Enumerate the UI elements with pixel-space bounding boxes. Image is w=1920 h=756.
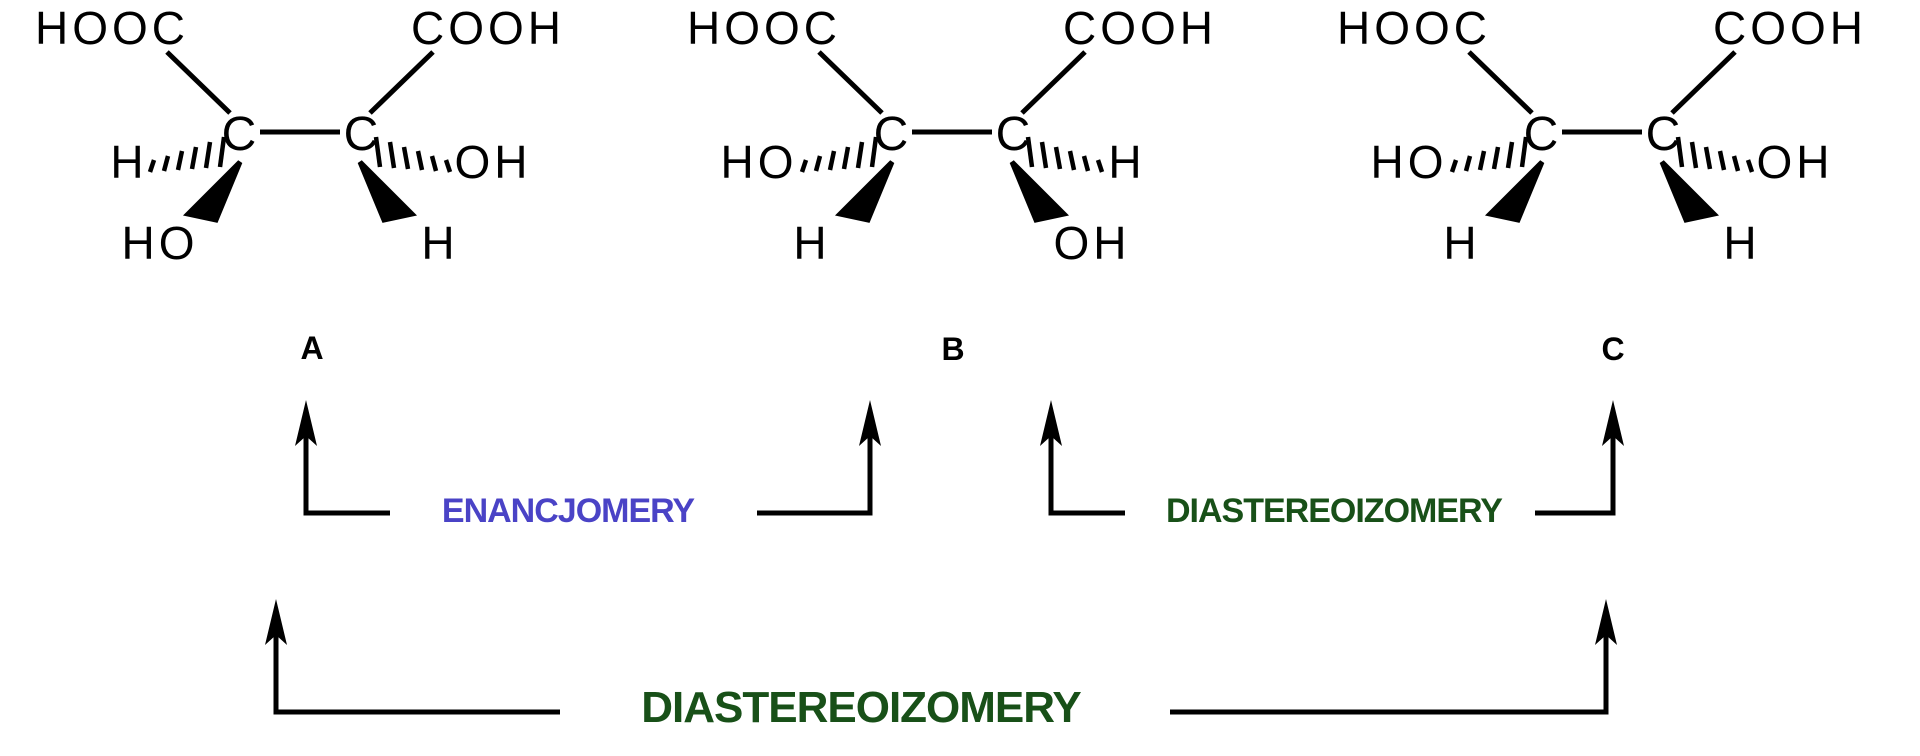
carbon-atom: C xyxy=(343,108,379,161)
bracket-line xyxy=(757,430,873,516)
hash-bond-icon xyxy=(1025,136,1105,173)
substituent-label: HO xyxy=(720,136,798,188)
hash-bond-icon xyxy=(799,136,879,173)
bracket-line xyxy=(1535,430,1616,516)
formula-hooc: HOOC xyxy=(35,2,189,54)
enantiomers-label: ENANCJOMERY xyxy=(441,492,695,530)
arrow-up-icon xyxy=(295,400,317,446)
carbon-atom: C xyxy=(221,108,257,161)
substituent-label: HO xyxy=(121,217,199,269)
hash-bond-icon xyxy=(147,136,227,173)
bond-to-cooh xyxy=(1020,50,1087,115)
formula-cooh: COOH xyxy=(411,2,565,54)
structure-a-bonds xyxy=(147,50,453,223)
bracket-line xyxy=(1170,630,1609,715)
enantiomer-bracket xyxy=(303,430,873,516)
wedge-bond-icon xyxy=(182,160,243,223)
diastereomers-label-bottom: DIASTEREOIZOMERY xyxy=(641,683,1082,732)
hash-bond-icon xyxy=(1449,136,1529,173)
substituent-label: OH xyxy=(1756,136,1834,188)
structure-b-bonds xyxy=(799,50,1105,223)
diastereomer-bracket-top xyxy=(1048,430,1616,516)
diastereomer-bracket-bottom xyxy=(273,630,1609,715)
bond-to-cooh xyxy=(1670,50,1737,115)
arrow-up-icon xyxy=(1595,599,1617,645)
bracket-line xyxy=(273,630,560,715)
carbon-atom: C xyxy=(1645,108,1681,161)
bracket-line xyxy=(1048,430,1125,516)
wedge-bond-icon xyxy=(1659,160,1720,223)
formula-hooc: HOOC xyxy=(687,2,841,54)
formula-cooh: COOH xyxy=(1063,2,1217,54)
arrow-up-icon xyxy=(1602,400,1624,446)
substituent-label: OH xyxy=(1053,217,1131,269)
diastereomers-label: DIASTEREOIZOMERY xyxy=(1166,492,1503,530)
structure-c-bonds xyxy=(1449,50,1755,223)
hash-bond-icon xyxy=(1675,136,1755,173)
substituent-label: OH xyxy=(454,136,532,188)
substituent-label: H xyxy=(1443,217,1481,269)
bond-to-hooc xyxy=(165,50,232,115)
wedge-bond-icon xyxy=(834,160,895,223)
substituent-label: HO xyxy=(1370,136,1448,188)
bond-to-hooc xyxy=(1467,50,1534,115)
substituent-label: H xyxy=(421,217,459,269)
substituent-label: H xyxy=(1723,217,1761,269)
structure-label-b: B xyxy=(941,331,965,367)
carbon-atom: C xyxy=(873,108,909,161)
carbon-atom: C xyxy=(1523,108,1559,161)
bond-to-hooc xyxy=(817,50,884,115)
wedge-bond-icon xyxy=(1009,160,1070,223)
structure-label-a: A xyxy=(300,330,324,366)
wedge-bond-icon xyxy=(1484,160,1545,223)
wedge-bond-icon xyxy=(357,160,418,223)
arrow-up-icon xyxy=(265,599,287,645)
substituent-label: H xyxy=(793,217,831,269)
arrow-up-icon xyxy=(1040,400,1062,446)
substituent-label: H xyxy=(1108,136,1146,188)
formula-hooc: HOOC xyxy=(1337,2,1491,54)
bond-to-cooh xyxy=(368,50,435,115)
formula-cooh: COOH xyxy=(1713,2,1867,54)
hash-bond-icon xyxy=(373,136,453,173)
carbon-atom: C xyxy=(995,108,1031,161)
bracket-line xyxy=(303,430,390,516)
arrow-up-icon xyxy=(859,400,881,446)
structure-label-c: C xyxy=(1601,331,1625,367)
substituent-label: H xyxy=(110,136,148,188)
